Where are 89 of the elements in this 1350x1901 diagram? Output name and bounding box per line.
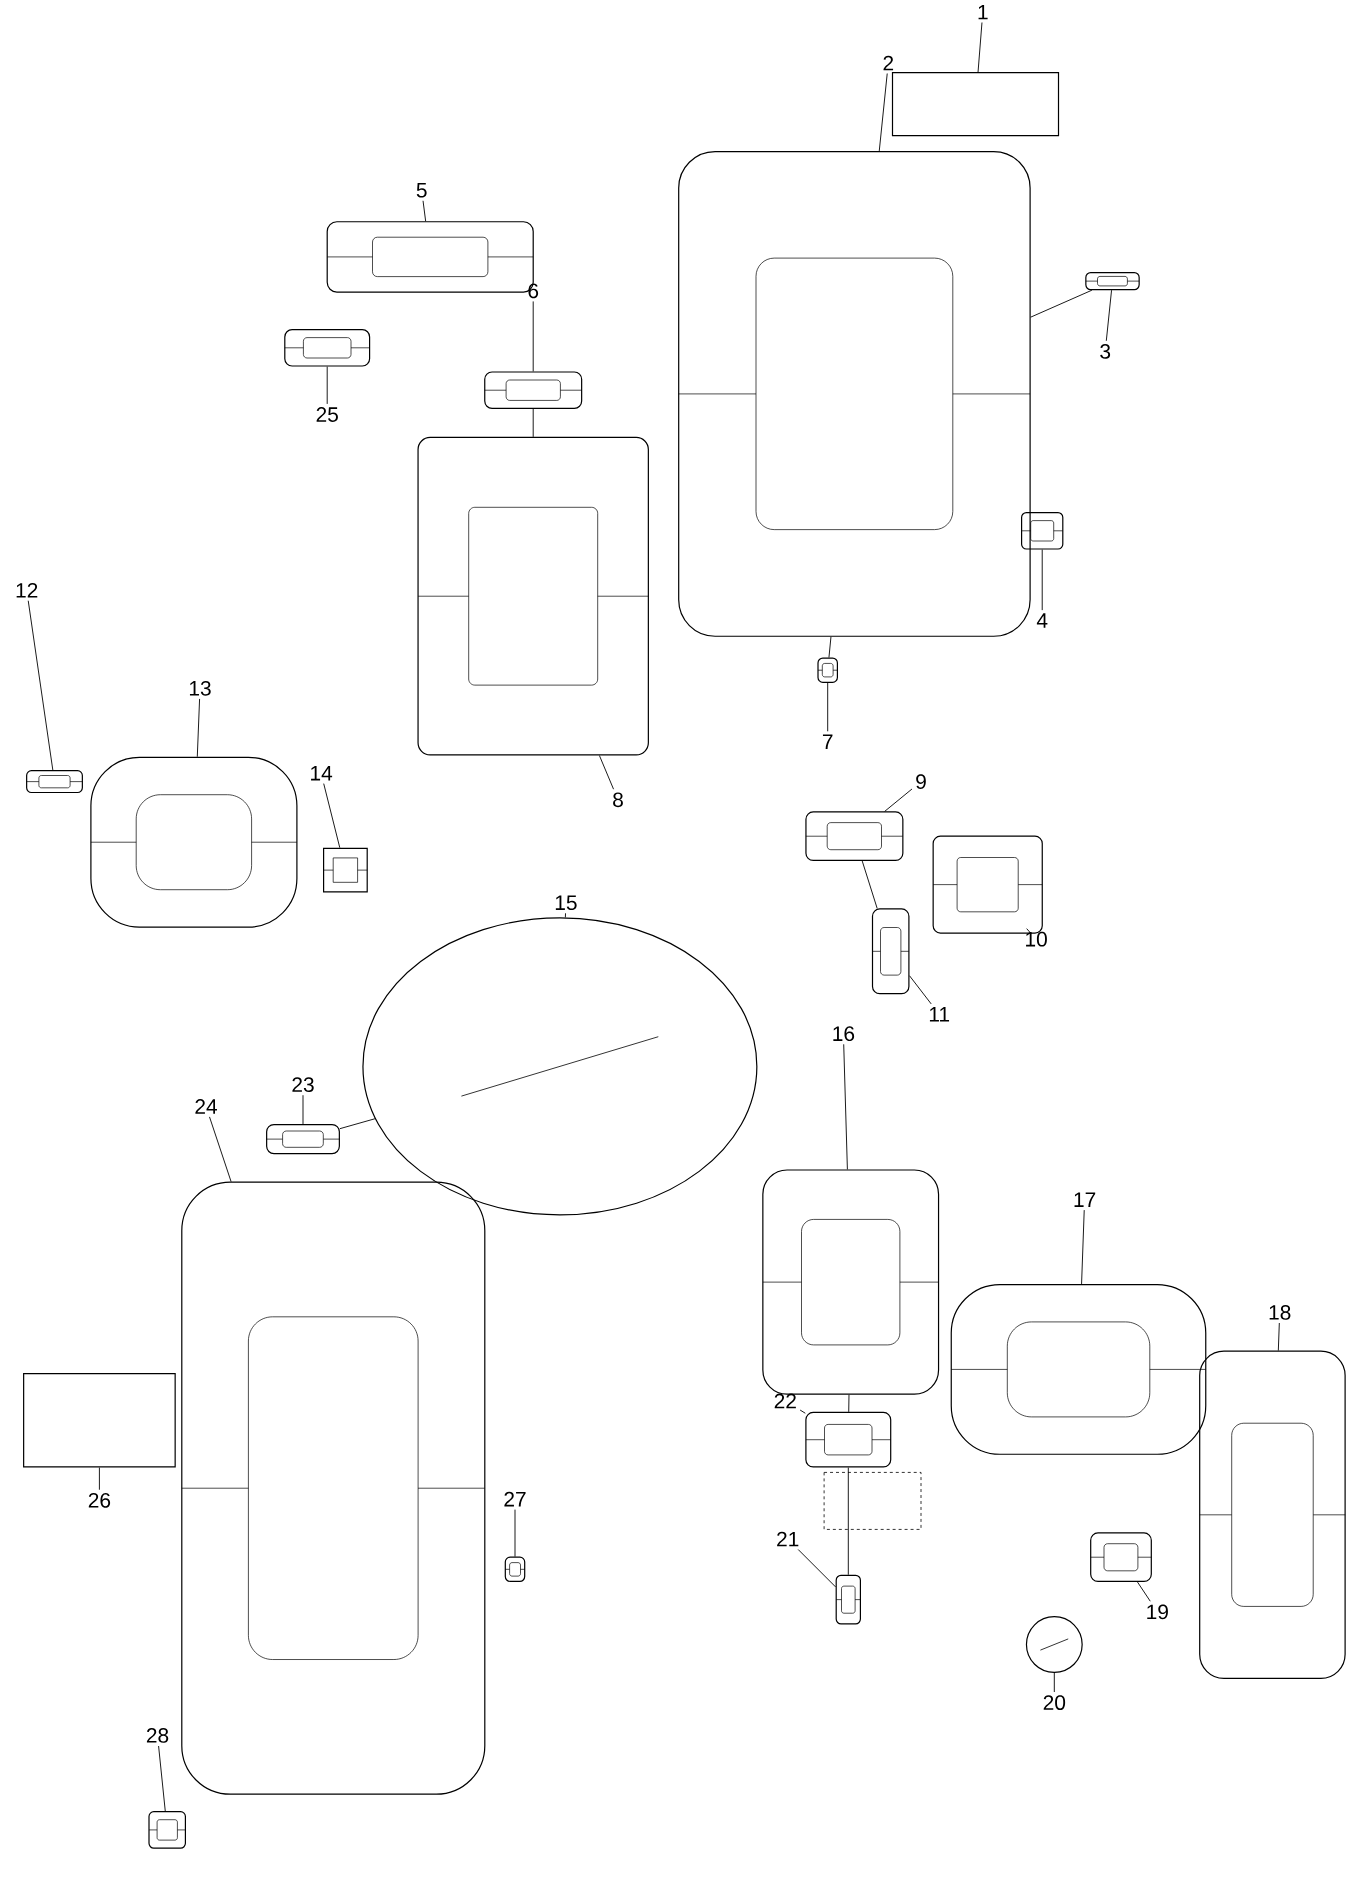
callout-number: 14 <box>311 766 333 781</box>
callout-number: 20 <box>1043 1695 1066 1710</box>
leader-line <box>1277 1322 1280 1352</box>
callout-number: 12 <box>16 582 38 598</box>
callout-number: 13 <box>189 680 211 696</box>
callout-number: 10 <box>1026 931 1047 947</box>
callout-number: 2 <box>883 55 894 71</box>
part-drawing <box>266 1123 340 1155</box>
part-drawing <box>950 1283 1207 1455</box>
leader-line <box>196 698 201 758</box>
callout-number: 23 <box>292 1077 314 1092</box>
assembly-line <box>532 408 534 438</box>
part-drawing <box>835 1574 861 1625</box>
callout-number: 26 <box>88 1492 111 1508</box>
callout-number: 8 <box>613 792 623 808</box>
leader-line <box>1053 1672 1055 1693</box>
assembly-line <box>828 636 832 658</box>
callout-number: 4 <box>1036 613 1048 628</box>
callout-number: 15 <box>555 895 577 911</box>
leader-line <box>1081 1209 1085 1285</box>
leader-line <box>1137 1581 1151 1602</box>
callout-number: 1 <box>978 4 988 20</box>
leader-line <box>799 1409 806 1414</box>
assembly-line <box>848 1394 850 1413</box>
leader-line <box>1105 289 1112 342</box>
part-drawing <box>181 1181 486 1795</box>
part-drawing <box>1085 272 1140 291</box>
leader-line <box>977 22 983 73</box>
callout-number: 22 <box>774 1393 796 1409</box>
callout-number: 16 <box>833 1026 855 1042</box>
part-drawing <box>805 811 904 862</box>
part-drawing <box>678 150 1031 637</box>
leader-line <box>158 1745 166 1812</box>
callout-number: 18 <box>1269 1305 1291 1320</box>
leader-line <box>884 788 913 812</box>
callout-number: 7 <box>822 734 833 749</box>
part-drawing <box>484 371 583 409</box>
callout-number: 21 <box>777 1531 799 1547</box>
leader-line <box>532 300 534 372</box>
leader-line <box>1041 549 1043 611</box>
part-drawing <box>26 770 83 794</box>
leader-line <box>598 755 614 790</box>
part-drawing <box>1199 1350 1346 1679</box>
part-drawing <box>323 847 368 893</box>
leader-line <box>878 73 888 152</box>
callout-number: 28 <box>146 1728 169 1743</box>
part-drawing <box>362 917 758 1216</box>
part-drawing <box>762 1169 940 1395</box>
part-drawing <box>90 756 298 928</box>
leader-line <box>27 600 54 771</box>
assembly-line <box>847 1467 849 1576</box>
callout-number: 3 <box>1100 344 1111 359</box>
assembly-line <box>861 860 878 909</box>
callout-number: 9 <box>916 774 926 789</box>
leader-line <box>302 1094 304 1125</box>
callout-number: 24 <box>195 1099 217 1114</box>
part-drawing <box>817 657 838 683</box>
leader-line <box>843 1043 848 1170</box>
leader-line <box>797 1549 837 1588</box>
leader-line <box>98 1467 100 1491</box>
part-drawing <box>504 1556 526 1582</box>
leader-line <box>1026 928 1032 935</box>
part-drawing <box>1025 1616 1083 1673</box>
leader-line <box>422 200 427 222</box>
assembly-line <box>1030 289 1093 318</box>
callout-number: 17 <box>1074 1192 1096 1207</box>
leader-line <box>514 1509 516 1558</box>
callout-number: 19 <box>1147 1604 1168 1620</box>
callout-number: 25 <box>316 407 338 422</box>
leader-line <box>326 366 328 405</box>
assembly-line <box>339 1118 376 1130</box>
leader-line <box>564 912 566 918</box>
part-drawing <box>417 436 649 756</box>
part-drawing <box>148 1811 186 1849</box>
part-drawing <box>284 329 371 367</box>
part-drawing <box>805 1411 892 1468</box>
callout-number: 11 <box>929 1007 950 1022</box>
label-plate <box>891 72 1060 137</box>
callout-number: 6 <box>528 283 539 299</box>
leader-line <box>827 682 829 732</box>
part-drawing <box>1090 1532 1152 1583</box>
callout-number: 27 <box>504 1491 526 1507</box>
part-drawing <box>1021 512 1064 550</box>
label-plate <box>23 1373 176 1468</box>
leader-line <box>323 783 341 849</box>
callout-number: 5 <box>416 183 427 198</box>
part-drawing <box>871 908 910 995</box>
leader-line <box>209 1116 232 1183</box>
leader-line <box>909 975 932 1005</box>
